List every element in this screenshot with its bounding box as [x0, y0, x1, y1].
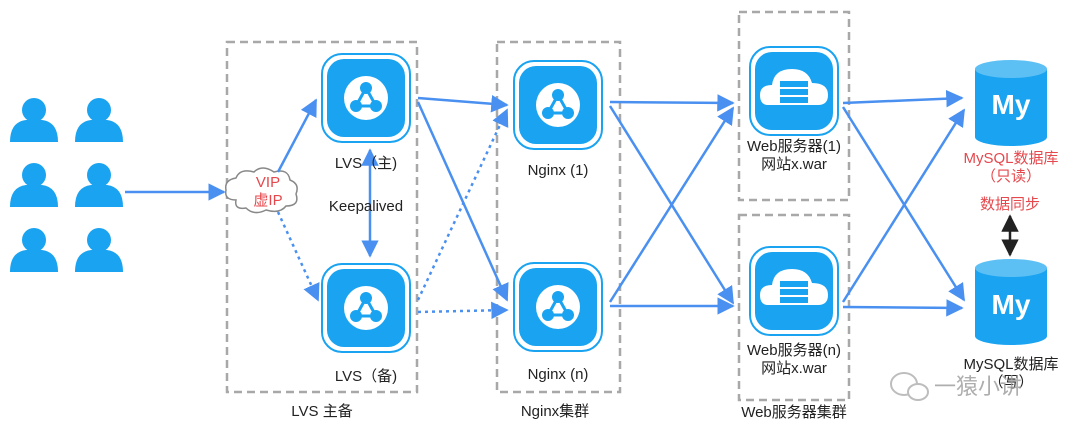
lvs-group-box — [225, 40, 419, 394]
web-group-box-1 — [737, 10, 851, 202]
mysql-write-label: MySQL数据库 （写） — [963, 356, 1059, 391]
vip-label: VIP 虚IP — [253, 174, 283, 209]
keepalived-label: Keepalived — [328, 198, 404, 215]
web-server-1-label: Web服务器(1) 网站x.war — [747, 138, 841, 173]
web1-to-db-write — [841, 106, 966, 302]
mysql-readonly-icon: My — [975, 60, 1047, 146]
vip-cloud-icon — [224, 167, 298, 214]
nginx-1-label: Nginx (1) — [527, 162, 589, 179]
nginx-n-node-icon — [512, 261, 604, 353]
user-icon — [10, 228, 58, 272]
nginx-1-node-icon — [512, 59, 604, 151]
nginx-n-label: Nginx (n) — [527, 366, 589, 383]
nginxn-to-web1 — [608, 106, 735, 303]
user-icon — [75, 163, 123, 207]
lvs-group-caption: LVS 主备 — [291, 403, 353, 420]
webn-to-db-read — [841, 108, 966, 303]
mysql-readonly-label: MySQL数据库 （只读） — [963, 150, 1059, 185]
web-server-n-icon — [749, 246, 839, 336]
web-server-n-label: Web服务器(n) 网站x.war — [747, 342, 841, 377]
user-icon — [75, 228, 123, 272]
lvs-master-to-nginxn — [416, 101, 509, 302]
wechat-icon — [890, 372, 929, 401]
nginx-group-box — [495, 40, 622, 394]
lvs-backup-node-icon — [320, 262, 412, 354]
user-icon — [10, 163, 58, 207]
webn-to-db-write — [842, 299, 964, 317]
vip-to-lvs-master-arrow — [276, 98, 318, 173]
web-server-1-icon — [749, 46, 839, 136]
user-icon — [75, 98, 123, 142]
clients-group — [10, 98, 123, 272]
web1-to-db-read — [842, 89, 964, 108]
nginx1-to-web1 — [609, 94, 735, 112]
mysql-write-icon: My — [975, 259, 1047, 345]
nginx-group-caption: Nginx集群 — [520, 403, 590, 420]
data-sync-label: 数据同步 — [979, 196, 1040, 213]
user-icon — [10, 98, 58, 142]
lvs-backup-label: LVS（备) — [334, 368, 398, 385]
lvs-master-label: LVS（主) — [334, 155, 398, 172]
svg-text:My: My — [992, 89, 1031, 120]
svg-text:My: My — [992, 289, 1031, 320]
lvs-master-node-icon — [320, 52, 412, 144]
vip-to-lvs-backup-arrow — [276, 211, 320, 302]
watermark-text: 一猿小讲 — [934, 374, 1023, 399]
lvs-backup-to-nginxn — [417, 301, 509, 320]
web-group-caption: Web服务器集群 — [741, 404, 847, 421]
lvs-master-to-nginx1 — [417, 95, 509, 113]
